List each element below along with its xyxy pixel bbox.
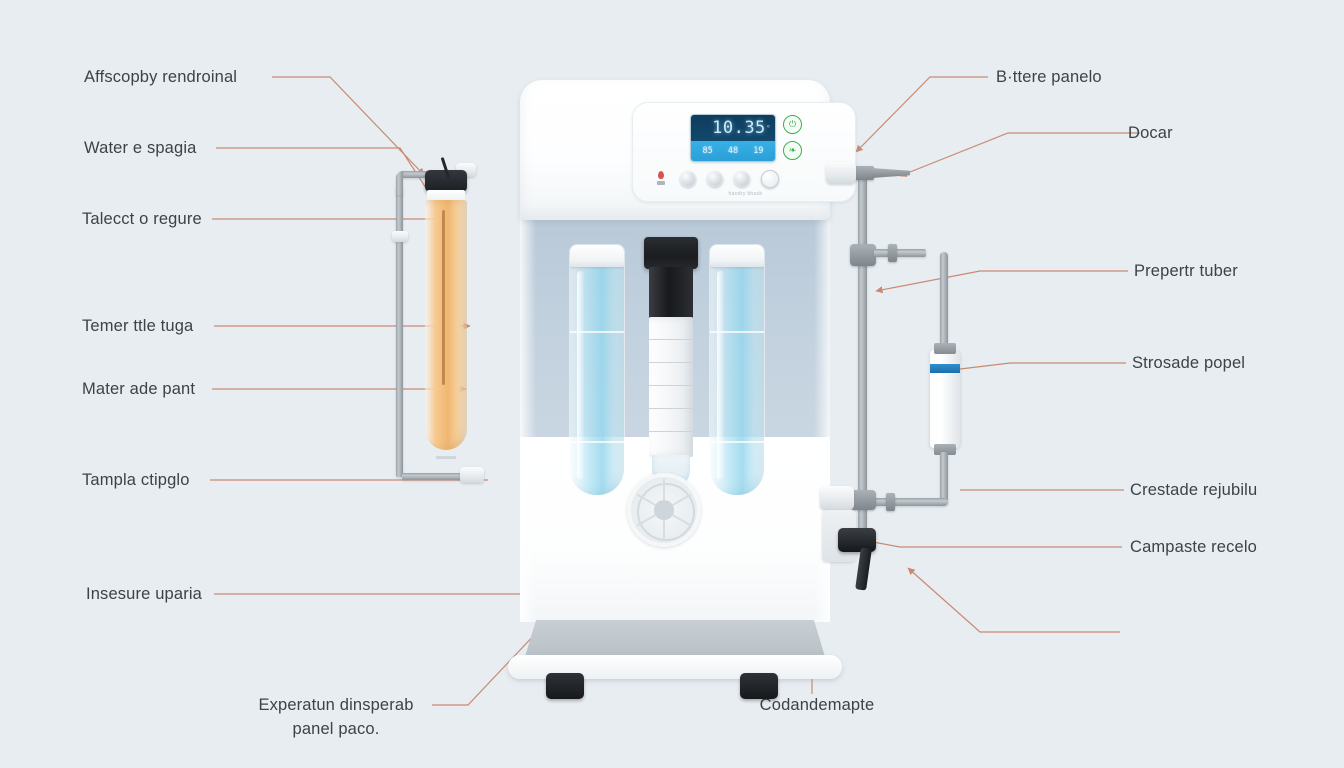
lcd-primary-row: 10.35° (691, 115, 775, 141)
label-codandemapte: Codandemapte (759, 696, 875, 714)
left-tube-vertical (396, 187, 403, 477)
lower-branch-horizontal (876, 498, 948, 506)
mode-button-1[interactable] (680, 171, 696, 187)
label-talecct-o-regure: Talecct o regure (82, 210, 202, 228)
inline-filter-cartridge (930, 350, 960, 448)
alert-button[interactable] (653, 171, 669, 187)
tank-cap-left (570, 245, 624, 267)
label-prepertr-tuber: Prepertr tuber (1134, 262, 1238, 280)
label-tampla-ctipglo: Tampla ctipglo (82, 471, 190, 489)
inline-filter-blue-band (930, 364, 960, 373)
label-docar: Docar (1128, 124, 1173, 142)
upper-branch-horizontal (874, 249, 926, 257)
lower-branch-collar (886, 493, 895, 511)
panel-micro-text: handry bhasb (728, 191, 763, 197)
tank-shine-left (577, 271, 584, 479)
upper-branch-tee (850, 244, 876, 266)
left-tube-bottom (402, 473, 468, 480)
label-experatun-line1: Experatun dinsperab (258, 696, 414, 714)
tank-level-line-lower-right (710, 441, 764, 443)
filter-inlet-pipe (940, 252, 948, 352)
fan-hub (654, 500, 674, 520)
label-water-e-spagia: Water e spagia (84, 139, 197, 157)
lcd-display: 10.35° 85 48 19 (691, 115, 775, 161)
upper-branch-collar (888, 244, 897, 262)
device-top-shell: 10.35° 85 48 19 ⏻ ❧ (520, 80, 856, 220)
left-tube-top-elbow (396, 171, 403, 195)
fan-ring (637, 483, 695, 541)
lcd-main-value: 10.35 (712, 118, 766, 138)
tank-cap-right (710, 245, 764, 267)
lcd-secondary-row: 85 48 19 (691, 141, 775, 161)
control-button-row[interactable] (653, 169, 838, 189)
body-highlight-left (520, 215, 536, 622)
top-tee-fitting (852, 166, 874, 180)
lcd-sub-left: 85 (702, 146, 713, 156)
main-riser-pipe (858, 175, 867, 545)
inline-filter-ferrule-top (934, 343, 956, 354)
leaf-indicator-icon: ❧ (783, 141, 802, 160)
mode-button-3[interactable] (734, 171, 750, 187)
top-shell-port (826, 162, 856, 184)
label-affscopby-rendroinal: Affscopby rendroinal (84, 68, 238, 86)
status-indicators: ⏻ ❧ (783, 115, 802, 160)
water-purifier-device: 10.35° 85 48 19 ⏻ ❧ (392, 75, 872, 699)
tank-level-line-upper-left (570, 331, 624, 333)
water-tank-right (710, 245, 764, 495)
label-bttere-panelo: B·ttere panelo (996, 68, 1102, 86)
orange-cartridge-tube (425, 200, 467, 450)
control-panel: 10.35° 85 48 19 ⏻ ❧ (632, 102, 856, 202)
inline-filter-ferrule-bottom (934, 444, 956, 455)
lower-branch-tee (850, 490, 876, 510)
tank-level-line-lower-left (570, 441, 624, 443)
orange-cartridge-collar (427, 190, 465, 202)
label-experatun-line2: panel paco. (292, 719, 380, 738)
mode-button-2[interactable] (707, 171, 723, 187)
water-tank-left (570, 245, 624, 495)
cartridge-white-body (649, 317, 693, 457)
orange-cartridge (422, 170, 470, 460)
lcd-main-unit: ° (766, 123, 770, 133)
orange-cartridge-foot (436, 456, 456, 459)
label-mater-ade-pant: Mater ade pant (82, 380, 196, 398)
top-nozzle (872, 168, 910, 178)
label-campaste-recelo: Campaste recelo (1130, 538, 1257, 556)
cartridge-black-neck (649, 267, 693, 319)
left-tube-union-bottom (460, 467, 484, 483)
center-filter-cartridge (642, 237, 700, 499)
label-strosade-popel: Strosade popel (1132, 354, 1246, 372)
device-foot-left (546, 673, 584, 699)
orange-cartridge-cap (425, 170, 467, 192)
tank-level-line-upper-right (710, 331, 764, 333)
cartridge-black-cap (644, 237, 698, 269)
fan-vent-emblem (627, 473, 701, 547)
label-experatun-dinsperab: Experatun dinsperab panel paco. (236, 694, 436, 742)
lower-shell-port (820, 486, 854, 510)
label-insesure-uparia: Insesure uparia (86, 585, 202, 603)
device-foot-right (740, 673, 778, 699)
orange-cartridge-core (442, 210, 445, 385)
lcd-sub-mid: 48 (727, 146, 739, 156)
label-temer-ttle-tuga: Temer ttle tuga (82, 317, 194, 335)
label-crestade-rejubilu: Crestade rejubilu (1130, 481, 1258, 499)
device-base-skirt (524, 620, 826, 660)
eco-button[interactable] (761, 170, 779, 188)
left-tube-clip-upper (392, 231, 408, 242)
power-indicator-icon: ⏻ (783, 115, 802, 134)
lcd-sub-right: 19 (753, 146, 764, 156)
filter-outlet-pipe (940, 452, 948, 504)
tank-shine-right (717, 271, 724, 479)
